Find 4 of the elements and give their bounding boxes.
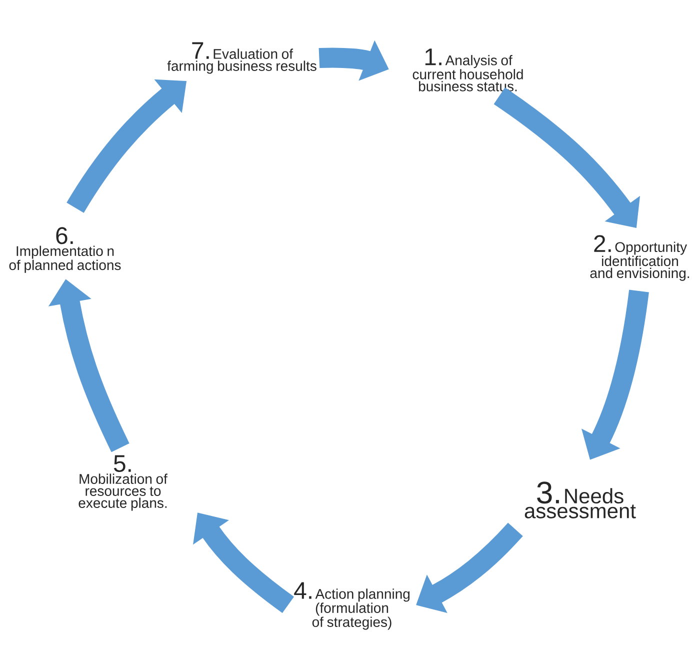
step-label: 7. Evaluation of farming business results xyxy=(167,42,316,74)
step-label: 3. Needs assessment xyxy=(524,482,636,518)
step-label: 6. Implementatio n of planned actions xyxy=(9,227,121,273)
step-label: 5. Mobilization of resources to execute plans. xyxy=(78,455,168,511)
